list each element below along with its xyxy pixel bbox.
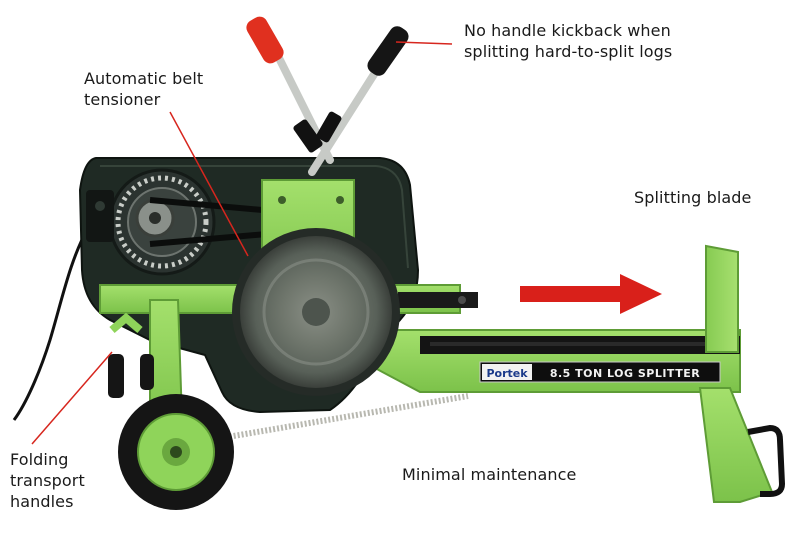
red-handle-grip — [246, 16, 284, 64]
direction-arrow-icon — [520, 274, 662, 314]
callout-maintenance: Minimal maintenance — [402, 464, 576, 485]
brand-label: Portek — [486, 367, 528, 380]
black-handle-grip — [367, 26, 409, 76]
lever-handles — [246, 16, 409, 176]
transport-handle-left — [108, 354, 124, 398]
wheel-icon — [118, 394, 234, 510]
ram-piston — [398, 292, 478, 308]
flywheel-icon — [232, 228, 400, 396]
model-label: 8.5 TON LOG SPLITTER — [550, 367, 700, 380]
callout-line-tensioner — [169, 111, 249, 257]
splitting-blade — [705, 244, 739, 353]
callout-tensioner-line-2: tensioner — [84, 90, 161, 109]
callout-blade: Splitting blade — [634, 187, 751, 208]
callout-kickback-line-1: No handle kickback when — [464, 21, 671, 40]
callout-tensioner: Automatic belt tensioner — [84, 68, 203, 110]
callout-line-kickback — [395, 41, 453, 45]
callout-tensioner-line-1: Automatic belt — [84, 69, 204, 88]
power-cord — [12, 227, 90, 421]
callout-transport-line-3: handles — [10, 492, 74, 511]
rear-leg — [698, 387, 774, 503]
callout-blade-line-1: Splitting blade — [634, 188, 752, 207]
model-plate — [479, 361, 721, 383]
callout-transport-line-2: transport — [10, 471, 85, 490]
callout-kickback: No handle kickback when splitting hard-t… — [464, 20, 672, 62]
transport-handle-right — [140, 354, 154, 390]
rear-handle — [747, 424, 786, 497]
callout-kickback-line-2: splitting hard-to-split logs — [464, 42, 673, 61]
callout-transport-line-1: Folding — [10, 450, 69, 469]
callout-line-transport — [31, 351, 113, 445]
callout-maintenance-line-1: Minimal maintenance — [402, 465, 577, 484]
callout-transport: Folding transport handles — [10, 449, 85, 512]
